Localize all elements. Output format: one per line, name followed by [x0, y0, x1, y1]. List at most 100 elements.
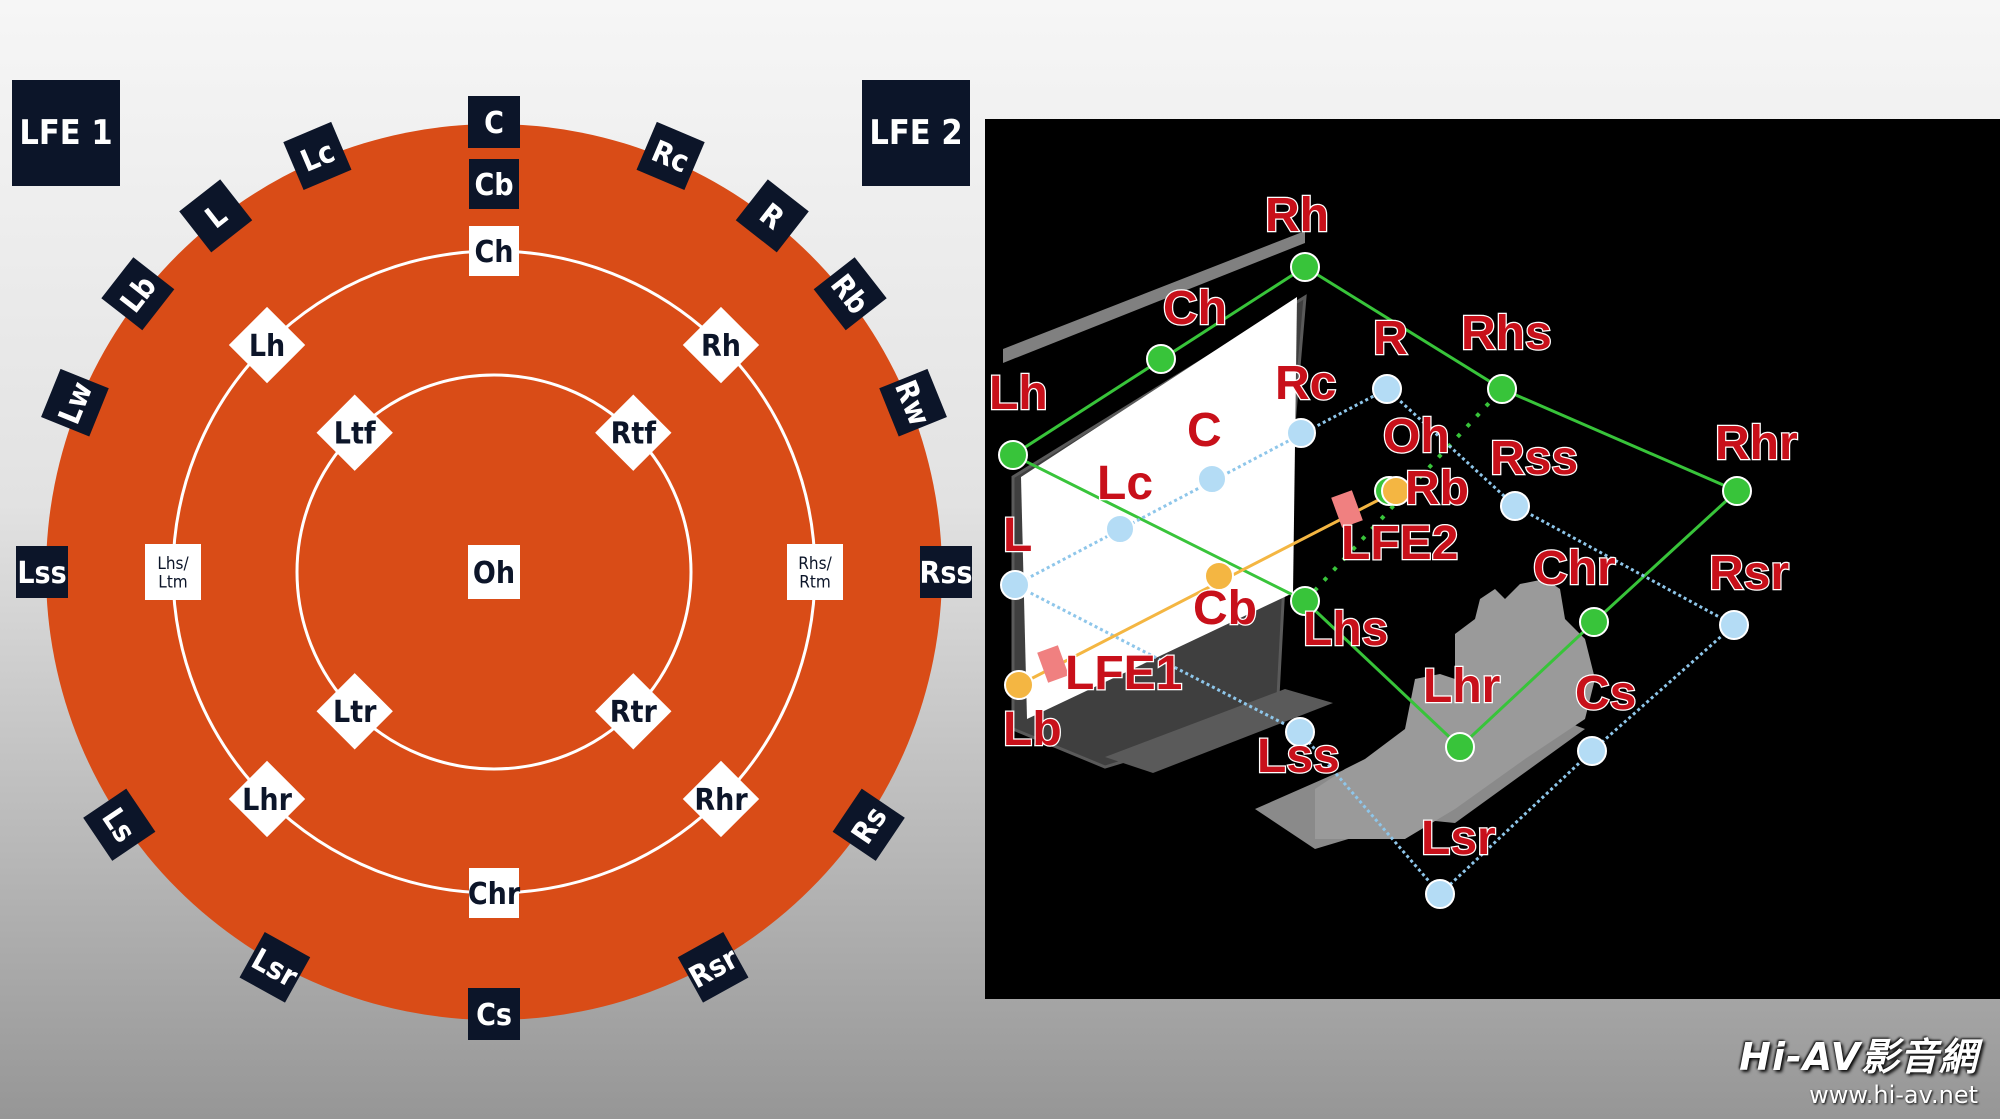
speaker-rh: Rh [682, 306, 760, 384]
node-lhr [1445, 732, 1475, 762]
speaker-rtf-shape [595, 394, 672, 471]
line-rhr-chr [1592, 489, 1739, 624]
iso-label-lb: Lb [1003, 703, 1062, 756]
speaker-ch-label: Ch [474, 235, 513, 270]
iso-label-oh: Oh [1383, 410, 1450, 463]
line-lhs-lh [1012, 453, 1306, 603]
node-rc [1286, 418, 1316, 448]
iso-label-ch: Ch [1163, 282, 1227, 335]
node-l [1000, 570, 1030, 600]
speaker-ltr: Ltr [316, 673, 393, 750]
node-cb [1204, 561, 1234, 591]
speaker-lsr: Lsr [239, 931, 311, 1003]
speaker-rhs-rtm-label-0: Rhs/ [798, 554, 832, 574]
speaker-l: L [179, 179, 253, 253]
node-rhr [1722, 476, 1752, 506]
speaker-rss-shape [920, 546, 972, 598]
speaker-rs-shape [832, 788, 905, 861]
node-rb [1381, 476, 1411, 506]
speaker-cs-shape [468, 988, 520, 1040]
speaker-rh-label: Rh [701, 329, 741, 364]
lfe2-box: LFE 2 [862, 80, 970, 186]
iso-label-lss: Lss [1257, 730, 1340, 783]
speaker-rb-shape [813, 257, 887, 331]
iso-label-c: C [1187, 404, 1222, 457]
speaker-oh-center-label: Oh [473, 556, 515, 591]
speaker-cs-label: Cs [476, 998, 512, 1033]
speaker-lss-label: Lss [17, 556, 66, 591]
speaker-rtf: Rtf [595, 394, 672, 471]
line-rsr-cs [1591, 623, 1735, 753]
speaker-chr-label: Chr [468, 877, 521, 912]
node-lb [1004, 670, 1034, 700]
iso-label-rhs: Rhs [1461, 307, 1552, 360]
speaker-rtr-label: Rtr [610, 695, 658, 730]
speaker-l-shape [179, 179, 253, 253]
line-rhs-rhr [1501, 387, 1738, 493]
speaker-lhs-ltm-label-0: Lhs/ [157, 554, 189, 574]
speaker-r-shape [735, 179, 809, 253]
node-rss [1500, 491, 1530, 521]
speaker-lhr-label: Lhr [242, 783, 292, 818]
line-chr-lhr [1458, 620, 1596, 749]
speaker-lc-shape [283, 121, 352, 191]
speaker-r: R [735, 179, 809, 253]
line-lhr-lhs [1303, 599, 1462, 749]
speaker-lsr-shape [239, 931, 311, 1003]
speaker-cb: Cb [469, 159, 519, 209]
speaker-lhr: Lhr [228, 760, 306, 838]
iso-label-rsr: Rsr [1709, 547, 1789, 600]
speaker-circle-diagram: CRcRRbRwRssRsRsrCsLsrLsLssLwLbLLcCbChRhR… [16, 96, 973, 1040]
speaker-rsr-shape [677, 931, 749, 1003]
speaker-oh-center: Oh [468, 545, 520, 599]
lfe-marker-lfe2 [1331, 490, 1363, 528]
iso-label-cs: Cs [1575, 667, 1636, 720]
inner-ring [295, 373, 693, 771]
stand-base [1105, 689, 1333, 773]
speaker-lhs-ltm-shape [145, 544, 201, 600]
watermark-brand: Hi-AV影音網 [1739, 1035, 1978, 1079]
speaker-cb-shape [469, 159, 519, 209]
speaker-rhr-label: Rhr [694, 783, 748, 818]
node-chr [1579, 607, 1609, 637]
node-lc [1105, 514, 1135, 544]
speaker-rss: Rss [920, 546, 973, 598]
speaker-chr-shape [469, 868, 519, 918]
iso-label-cb: Cb [1193, 582, 1257, 635]
node-rh [1290, 252, 1320, 282]
speaker-rhs-rtm-label-1: Rtm [799, 572, 831, 592]
line-rh-rhs [1304, 265, 1503, 391]
lfe1-label: LFE 1 [19, 113, 113, 153]
node-lsr [1425, 879, 1455, 909]
iso-label-lh: Lh [989, 367, 1048, 420]
speaker-ls: Ls [83, 788, 156, 861]
node-ch [1146, 344, 1176, 374]
speaker-rw-shape [879, 368, 947, 437]
node-lss [1285, 717, 1315, 747]
line-cs-lsr [1438, 749, 1594, 896]
speaker-rss-label: Rss [920, 556, 973, 591]
speaker-lc: Lc [283, 121, 352, 191]
lfe1-box: LFE 1 [12, 80, 120, 186]
iso-label-r: R [1373, 312, 1408, 365]
speaker-rtr: Rtr [595, 673, 672, 750]
speaker-ltr-label: Ltr [333, 695, 377, 730]
iso-label-lhr: Lhr [1423, 660, 1500, 713]
iso-label-lfe1: LFE1 [1065, 647, 1182, 700]
line-r-rss [1385, 387, 1517, 508]
iso-label-chr: Chr [1533, 542, 1616, 595]
iso-label-lsr: Lsr [1421, 812, 1496, 865]
speaker-c-shape [468, 96, 520, 148]
node-rsr [1719, 610, 1749, 640]
node-cs [1577, 736, 1607, 766]
speaker-lb: Lb [101, 257, 175, 331]
speaker-rhr: Rhr [682, 760, 760, 838]
speaker-lhr-shape [228, 760, 306, 838]
speaker-ltr-shape [316, 673, 393, 750]
line-lhs-rhs [1303, 387, 1504, 603]
lfe2-label: LFE 2 [869, 113, 963, 153]
speaker-lw: Lw [41, 368, 109, 437]
speaker-oh-center-shape [468, 545, 520, 599]
speaker-cb-label: Cb [474, 168, 513, 203]
